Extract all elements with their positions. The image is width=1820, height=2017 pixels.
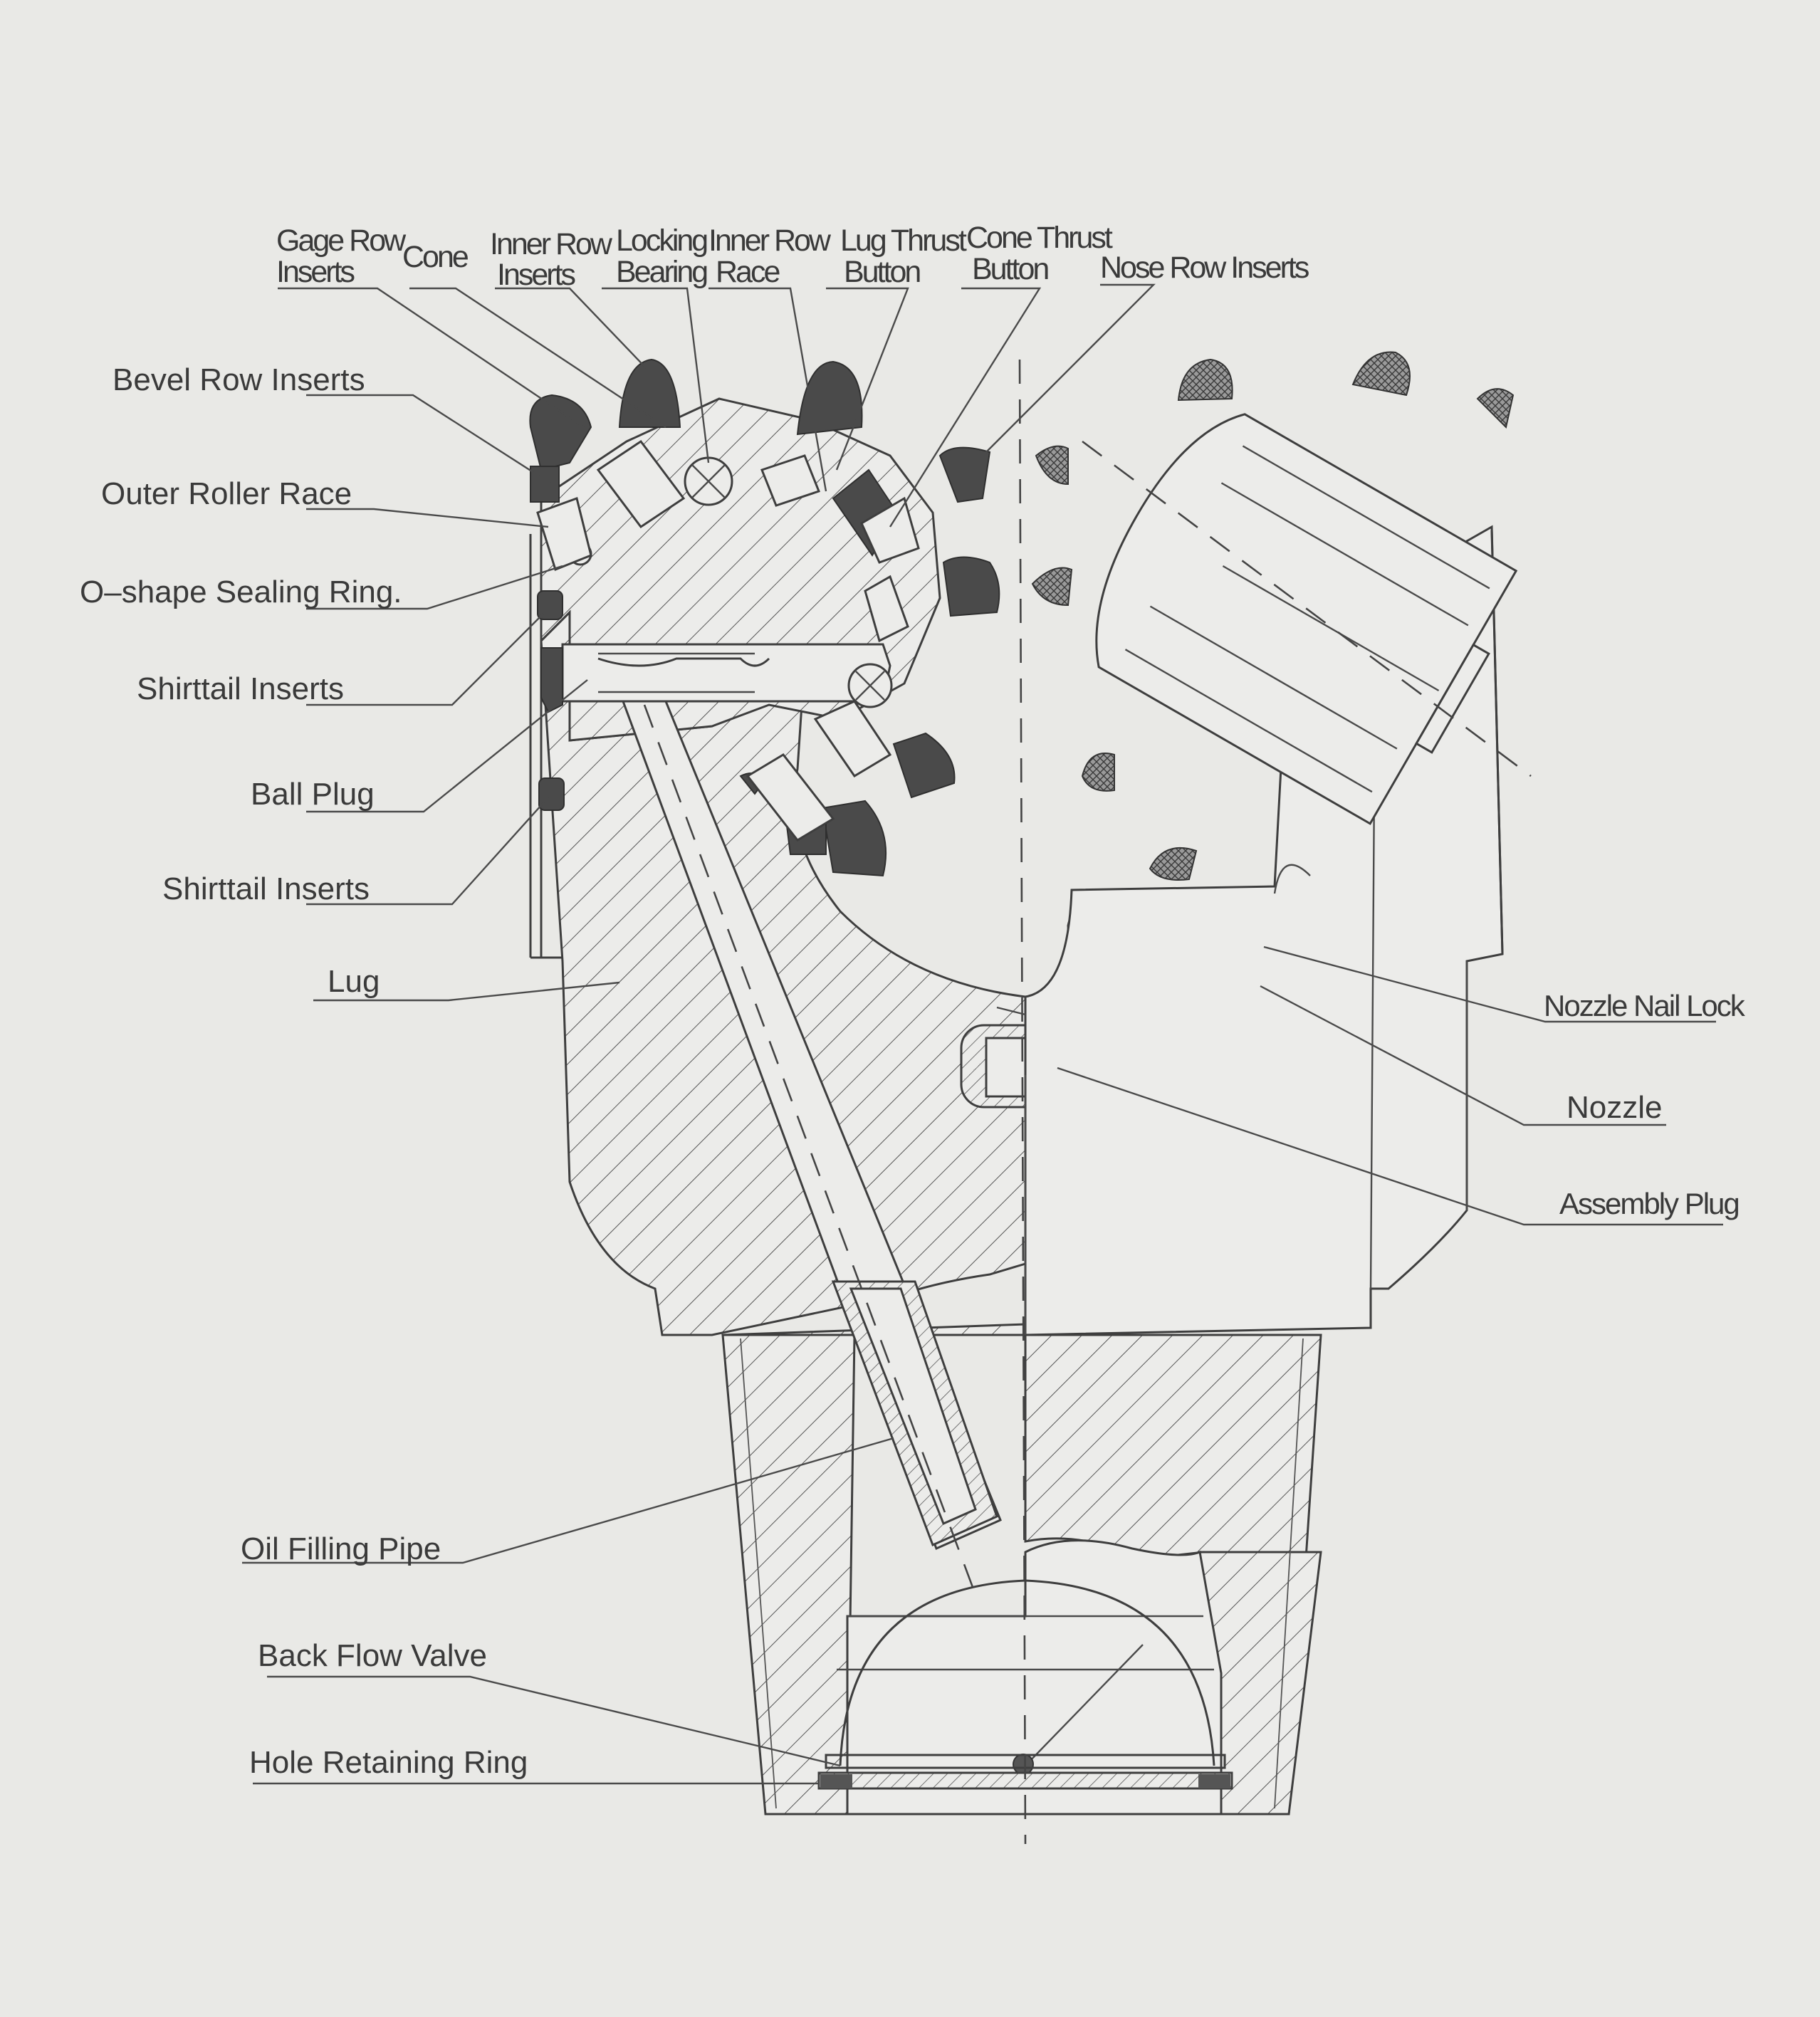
journal-pin [561,643,893,708]
label-oil-filling-pipe: Oil Filling Pipe [241,1531,441,1566]
label-nose-row-inserts: Nose Row Inserts [1100,251,1309,285]
left-cone-bearings [536,439,920,842]
label-ball-plug: Ball Plug [251,777,375,812]
shank [721,1323,1322,1816]
oil-filling-pipe-part [621,700,1002,1596]
left-labels: Bevel Row Inserts Outer Roller Race O–sh… [80,362,528,1780]
label-bevel-row-inserts: Bevel Row Inserts [113,362,365,397]
label-lug-thrust-button-2: Button [844,255,920,289]
label-cone-thrust-button-1: Cone Thrust [966,221,1113,255]
label-lug: Lug [328,964,380,999]
label-locking-bearing-2: Bearing [616,255,707,289]
locking-bearing-part [684,456,733,506]
right-labels: Nozzle Nail Lock Nozzle Assembly Plug [1544,989,1747,1220]
label-back-flow-valve: Back Flow Valve [258,1638,487,1673]
label-o-shape-sealing-ring: O–shape Sealing Ring. [80,575,402,609]
label-outer-roller-race: Outer Roller Race [101,476,352,511]
right-cone-inserts [1031,351,1515,881]
label-inner-row-inserts-2: Inserts [497,258,575,292]
label-hole-retaining-ring: Hole Retaining Ring [249,1745,528,1780]
label-assembly-plug: Assembly Plug [1559,1187,1739,1220]
label-cone-thrust-button-2: Button [972,252,1048,286]
leader-lines [242,283,1723,1785]
top-labels: Gage Row Inserts Cone Inner Row Inserts … [276,221,1311,292]
label-gage-row-inserts-2: Inserts [276,255,355,289]
label-cone: Cone [402,240,468,274]
label-inner-row-inserts-1: Inner Row [490,227,613,261]
label-nozzle-nail-lock: Nozzle Nail Lock [1544,989,1746,1022]
right-cone [1095,413,1518,825]
label-gage-row-inserts-1: Gage Row [276,224,407,258]
label-nozzle: Nozzle [1567,1090,1663,1125]
lug-part [529,397,1027,1336]
label-inner-row-race-1: Inner Row [708,224,832,258]
label-lug-thrust-button-1: Lug Thrust [840,224,967,258]
label-inner-row-race-2: Race [716,255,779,289]
label-shirttail-inserts-lower: Shirttail Inserts [162,871,370,906]
label-locking-bearing-1: Locking [616,224,707,258]
label-shirttail-inserts-upper: Shirttail Inserts [137,671,344,706]
